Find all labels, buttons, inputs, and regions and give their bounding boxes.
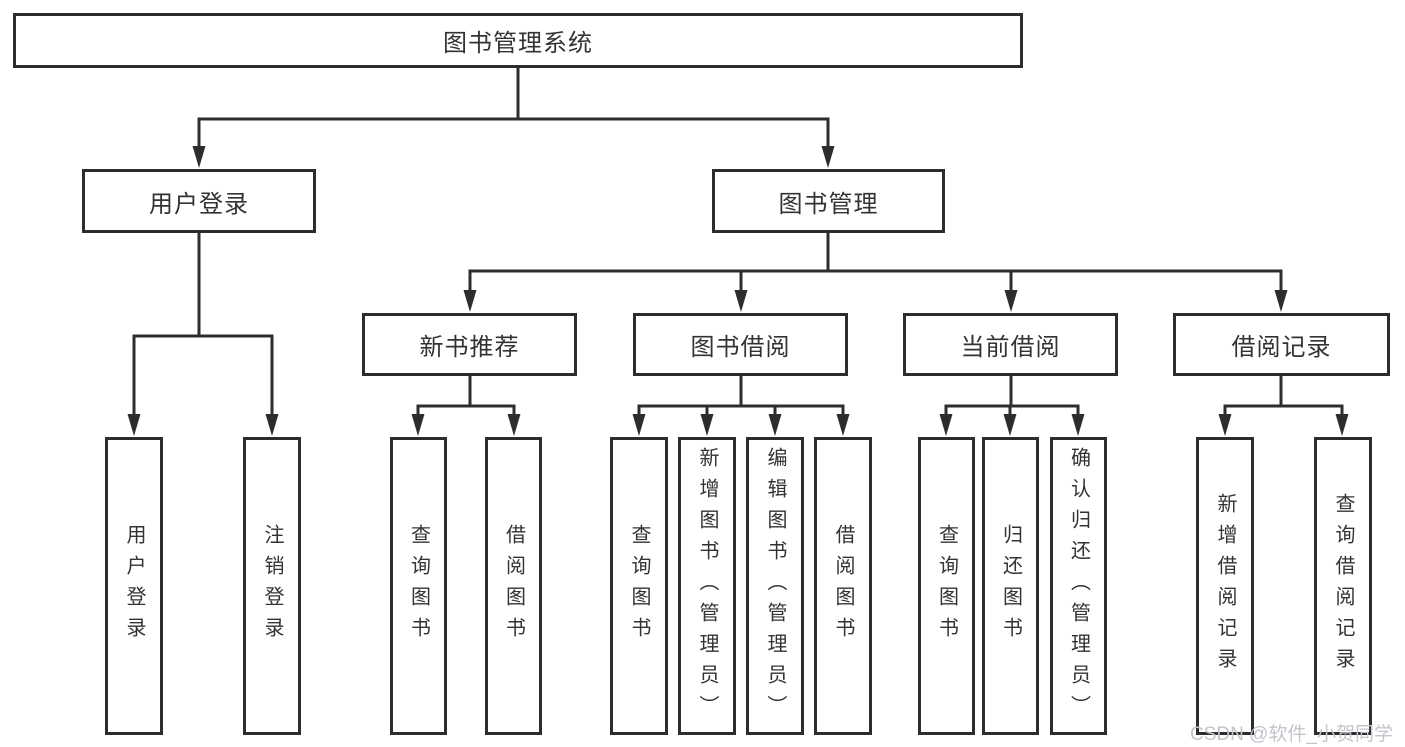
leaf-add-book-admin: 新增图书（管理员）	[678, 437, 736, 735]
leaf-query-borrow-record: 查询借阅记录	[1314, 437, 1372, 735]
node-borrowing-records: 借阅记录	[1173, 313, 1390, 376]
node-book-management: 图书管理	[712, 169, 945, 233]
node-current-borrowing: 当前借阅	[903, 313, 1118, 376]
leaf-logout: 注销登录	[243, 437, 301, 735]
node-label: 查询图书	[935, 524, 958, 648]
arrowhead-icon	[1218, 414, 1232, 436]
node-label: 图书借阅	[690, 334, 791, 361]
node-label: 借阅图书	[832, 524, 854, 648]
node-label: 归还图书	[999, 524, 1022, 648]
node-book-borrowing: 图书借阅	[633, 313, 848, 376]
leaf-edit-book-admin: 编辑图书（管理员）	[746, 437, 804, 735]
node-root-system: 图书管理系统	[13, 13, 1023, 68]
leaf-user-login: 用户登录	[105, 437, 163, 735]
arrowhead-icon	[1004, 290, 1018, 312]
leaf-query-books-borrowing: 查询图书	[610, 437, 668, 735]
leaf-borrow-books-borrowing: 借阅图书	[814, 437, 872, 735]
node-label: 当前借阅	[960, 334, 1061, 361]
node-label: 查询图书	[628, 524, 650, 648]
arrowhead-icon	[939, 414, 953, 436]
watermark: CSDN @软件_小贺同学	[1190, 724, 1393, 745]
node-label: 借阅图书	[502, 524, 525, 648]
leaf-confirm-return-admin: 确认归还（管理员）	[1050, 437, 1107, 735]
leaf-query-books-recommend: 查询图书	[390, 437, 447, 735]
arrowhead-icon	[1335, 414, 1349, 436]
connector-user-login-children	[132, 231, 274, 415]
node-label: 编辑图书（管理员）	[764, 446, 786, 726]
connector-new-book-children	[416, 374, 516, 415]
node-label: 图书管理	[778, 190, 879, 218]
leaf-add-borrow-record: 新增借阅记录	[1196, 437, 1254, 735]
connector-root-to-level2	[197, 66, 830, 148]
leaf-query-books-current: 查询图书	[918, 437, 975, 735]
arrowhead-icon	[1071, 414, 1085, 436]
arrowhead-icon	[1274, 290, 1288, 312]
arrowhead-icon	[836, 414, 850, 436]
node-new-book-recommend: 新书推荐	[362, 313, 577, 376]
connector-book-mgmt-to-level3	[468, 231, 1283, 292]
arrowhead-icon	[734, 290, 748, 312]
node-label: 查询借阅记录	[1332, 493, 1354, 679]
connector-current-borrow-children	[944, 374, 1080, 415]
arrowhead-icon	[192, 146, 206, 168]
connector-book-borrow-children	[637, 374, 845, 415]
node-label: 新书推荐	[419, 334, 520, 361]
arrowhead-icon	[700, 414, 714, 436]
connector-borrow-records-children	[1223, 374, 1344, 415]
node-label: 确认归还（管理员）	[1067, 446, 1090, 726]
leaf-borrow-books-recommend: 借阅图书	[485, 437, 542, 735]
node-user-login: 用户登录	[82, 169, 316, 233]
node-label: 新增借阅记录	[1214, 493, 1236, 679]
node-label: 新增图书（管理员）	[696, 446, 718, 726]
arrowhead-icon	[411, 414, 425, 436]
arrowhead-icon	[821, 146, 835, 168]
node-label: 用户登录	[149, 190, 249, 218]
arrowhead-icon	[768, 414, 782, 436]
node-label: 查询图书	[407, 524, 430, 648]
arrowhead-icon	[632, 414, 646, 436]
arrowhead-icon	[1003, 414, 1017, 436]
arrowhead-icon	[463, 290, 477, 312]
arrowhead-icon	[127, 414, 141, 436]
node-label: 用户登录	[123, 524, 145, 648]
leaf-return-book: 归还图书	[982, 437, 1039, 735]
arrowhead-icon	[507, 414, 521, 436]
node-label: 注销登录	[261, 524, 283, 648]
arrowhead-icon	[265, 414, 279, 436]
node-label: 借阅记录	[1231, 334, 1332, 361]
node-label: 图书管理系统	[443, 30, 593, 57]
